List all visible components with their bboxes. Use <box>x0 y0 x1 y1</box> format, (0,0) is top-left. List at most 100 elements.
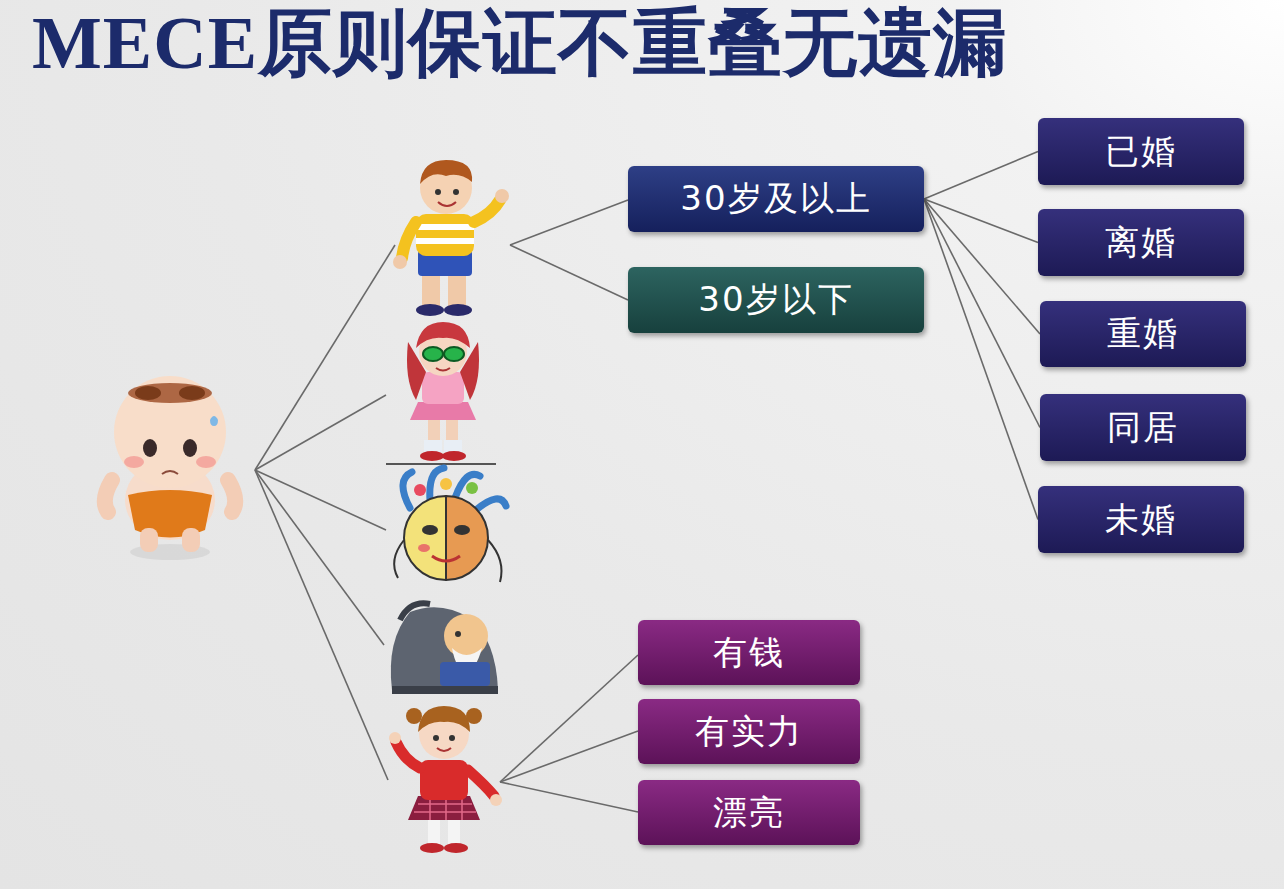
figure-part <box>438 202 456 206</box>
figure-part <box>424 440 442 452</box>
figure-part <box>422 372 464 404</box>
figure-part <box>423 347 443 361</box>
figure-part <box>416 322 470 348</box>
figure-part <box>418 706 470 732</box>
figure-part <box>182 528 200 552</box>
figure-part <box>386 463 496 465</box>
figure-part <box>391 607 498 690</box>
figure-part <box>410 402 476 420</box>
boy-figure <box>393 160 509 316</box>
branch-line <box>924 152 1038 200</box>
figure-part <box>394 540 501 582</box>
figure-part <box>255 470 386 530</box>
figure-part <box>416 224 474 230</box>
figure-part <box>433 735 439 741</box>
category-box: 离婚 <box>1038 209 1244 276</box>
figure-part <box>437 748 451 751</box>
figure-part <box>228 480 235 512</box>
figure-part <box>404 496 446 580</box>
figure-part <box>474 200 500 222</box>
figure-part <box>466 708 482 724</box>
figure-part <box>400 603 430 620</box>
figure-part <box>449 735 455 741</box>
box-label: 未婚 <box>1105 497 1177 543</box>
figure-part <box>495 189 509 203</box>
branch-line <box>924 199 1038 243</box>
figure-part <box>124 456 144 468</box>
figure-part <box>143 439 157 457</box>
figure-part <box>420 843 444 853</box>
figure-part <box>510 245 628 300</box>
figure-part <box>500 731 638 782</box>
figure-part <box>444 614 488 658</box>
girl-glasses-figure <box>386 322 496 464</box>
figure-part <box>255 470 388 780</box>
figure-part <box>422 525 438 535</box>
figure-part <box>255 245 395 470</box>
figure-part <box>453 189 459 195</box>
box-label: 有实力 <box>695 709 803 755</box>
category-box: 漂亮 <box>638 780 860 845</box>
category-box: 同居 <box>1040 394 1246 461</box>
tree-lines <box>255 200 638 812</box>
figure-part <box>500 782 638 812</box>
baby-figure <box>105 376 235 560</box>
mask-figure <box>394 468 506 582</box>
figure-part <box>444 440 462 452</box>
figure-part <box>389 732 401 744</box>
branch-line <box>924 199 1040 428</box>
figure-part <box>436 368 450 371</box>
figure-part <box>444 347 464 361</box>
figure-part <box>444 843 468 853</box>
category-box: 有实力 <box>638 699 860 764</box>
category-box: 未婚 <box>1038 486 1244 553</box>
old-man-figure <box>391 603 498 694</box>
box-label: 漂亮 <box>713 790 785 836</box>
figure-part <box>114 376 226 488</box>
figure-part <box>420 451 444 461</box>
figure-part <box>183 439 197 457</box>
figure-part <box>105 480 112 512</box>
branch-line <box>924 199 1038 520</box>
slide-title: MECE原则保证不重叠无遗漏 <box>32 0 1008 94</box>
figure-part <box>435 189 441 195</box>
figure-part <box>500 655 638 782</box>
figure-part <box>179 386 205 400</box>
category-box: 有钱 <box>638 620 860 685</box>
girl-red-figure <box>389 706 502 853</box>
figure-part <box>414 484 426 496</box>
figure-part <box>128 383 212 403</box>
figure-part <box>406 708 422 724</box>
figure-part <box>446 496 488 580</box>
box-label: 30岁以下 <box>698 277 853 323</box>
figure-part <box>135 386 161 400</box>
category-box: 30岁及以上 <box>628 166 924 232</box>
figure-part <box>444 304 472 316</box>
figure-part <box>416 238 474 244</box>
figure-part <box>466 482 478 494</box>
figure-part <box>510 200 628 245</box>
figure-part <box>255 395 386 470</box>
figure-part <box>440 662 490 686</box>
figure-part <box>442 451 466 461</box>
figure-part <box>210 416 218 426</box>
figure-part <box>128 490 212 538</box>
figure-part <box>162 471 178 474</box>
figure-part <box>432 556 460 561</box>
figure-part <box>440 478 452 490</box>
figure-part <box>416 304 444 316</box>
figure-part <box>416 214 474 256</box>
box-label: 30岁及以上 <box>680 176 871 222</box>
category-box: 30岁以下 <box>628 267 924 333</box>
figure-part <box>140 528 158 552</box>
figure-part <box>420 160 472 184</box>
figure-part <box>468 770 494 796</box>
figure-part <box>392 686 498 694</box>
figure-part <box>490 794 502 806</box>
figure-part <box>196 456 216 468</box>
figure-part <box>402 222 416 258</box>
figure-part <box>396 742 420 768</box>
box-label: 离婚 <box>1105 220 1177 266</box>
box-label: 同居 <box>1107 405 1179 451</box>
